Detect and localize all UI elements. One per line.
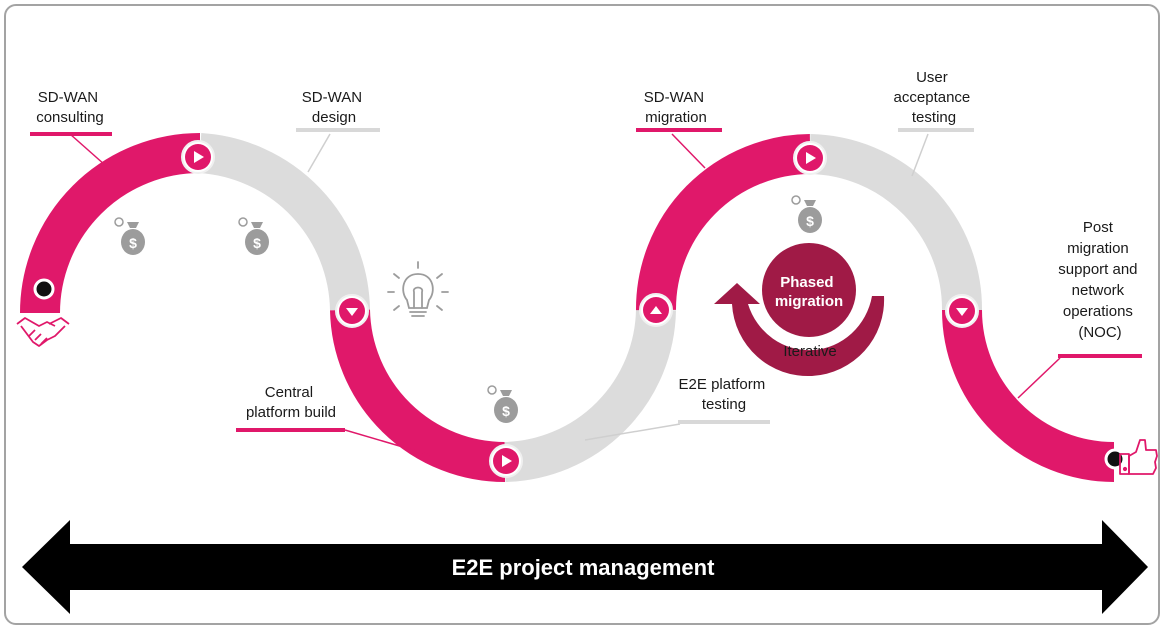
leader-line-migration — [671, 133, 706, 169]
project-management-bar: E2E project management — [22, 520, 1148, 614]
track-segment-consulting — [20, 133, 201, 314]
down-marker-2 — [945, 294, 979, 328]
svg-text:$: $ — [253, 235, 261, 251]
track-segment-migration — [635, 134, 811, 311]
double-arrow — [22, 520, 1148, 614]
direction-markers — [181, 140, 979, 478]
money-bag-icon: $ — [487, 385, 518, 423]
money-bag-icons: $ $ $ $ — [114, 195, 822, 423]
iterative-label: Iterative — [783, 343, 836, 360]
leader-lines — [69, 133, 1061, 456]
start-dot — [33, 278, 55, 300]
project-management-label: E2E project management — [452, 555, 716, 580]
phased-migration-circle — [762, 243, 856, 337]
play-marker-2 — [489, 444, 523, 478]
track-segment-design — [198, 133, 370, 311]
money-bag-icon: $ — [238, 217, 269, 255]
stage-label-consulting: SD-WAN consulting — [36, 89, 104, 126]
end-dot — [1104, 448, 1126, 470]
leader-line-platform-testing — [584, 423, 681, 441]
thumbs-up-icon — [1119, 439, 1158, 475]
up-marker-1 — [639, 293, 673, 327]
iterative-cycle-arrow — [714, 283, 885, 377]
leader-line-design — [307, 133, 331, 173]
money-bag-icon: $ — [791, 195, 822, 233]
label-underlines — [30, 128, 1142, 432]
stage-label-migration: SD-WAN migration — [644, 89, 708, 126]
leader-line-acceptance — [911, 133, 929, 177]
stage-label-post-migration: Post migration support and network opera… — [1058, 219, 1141, 341]
leader-line-post-migration — [1017, 357, 1061, 399]
stage-label-platform-build: Central platform build — [246, 384, 336, 421]
stage-label-design: SD-WAN design — [302, 89, 366, 126]
track-segment-platform-build — [330, 309, 506, 482]
play-marker-1 — [181, 140, 215, 174]
stage-labels: SD-WAN consulting SD-WAN design Central … — [36, 69, 1141, 421]
money-bag-icon: $ — [114, 217, 145, 255]
phased-migration-cycle: Phased migration Iterative — [714, 243, 885, 377]
svg-text:$: $ — [502, 403, 510, 419]
leader-line-platform-build — [344, 429, 431, 456]
track-segment-post-migration — [942, 309, 1115, 482]
down-marker-1 — [335, 294, 369, 328]
lightbulb-icon — [387, 261, 449, 317]
track-segment-acceptance — [809, 134, 983, 311]
stage-label-acceptance: User acceptance testing — [894, 69, 975, 126]
stage-label-platform-testing: E2E platform testing — [679, 376, 770, 413]
svg-text:$: $ — [129, 235, 137, 251]
phased-migration-label: Phased migration — [775, 274, 843, 310]
leader-line-consulting — [69, 133, 106, 166]
play-marker-3 — [793, 141, 827, 175]
svg-text:$: $ — [806, 213, 814, 229]
track-segment-platform-testing — [504, 309, 676, 482]
wave-track — [20, 133, 1115, 482]
handshake-icon — [16, 317, 70, 347]
